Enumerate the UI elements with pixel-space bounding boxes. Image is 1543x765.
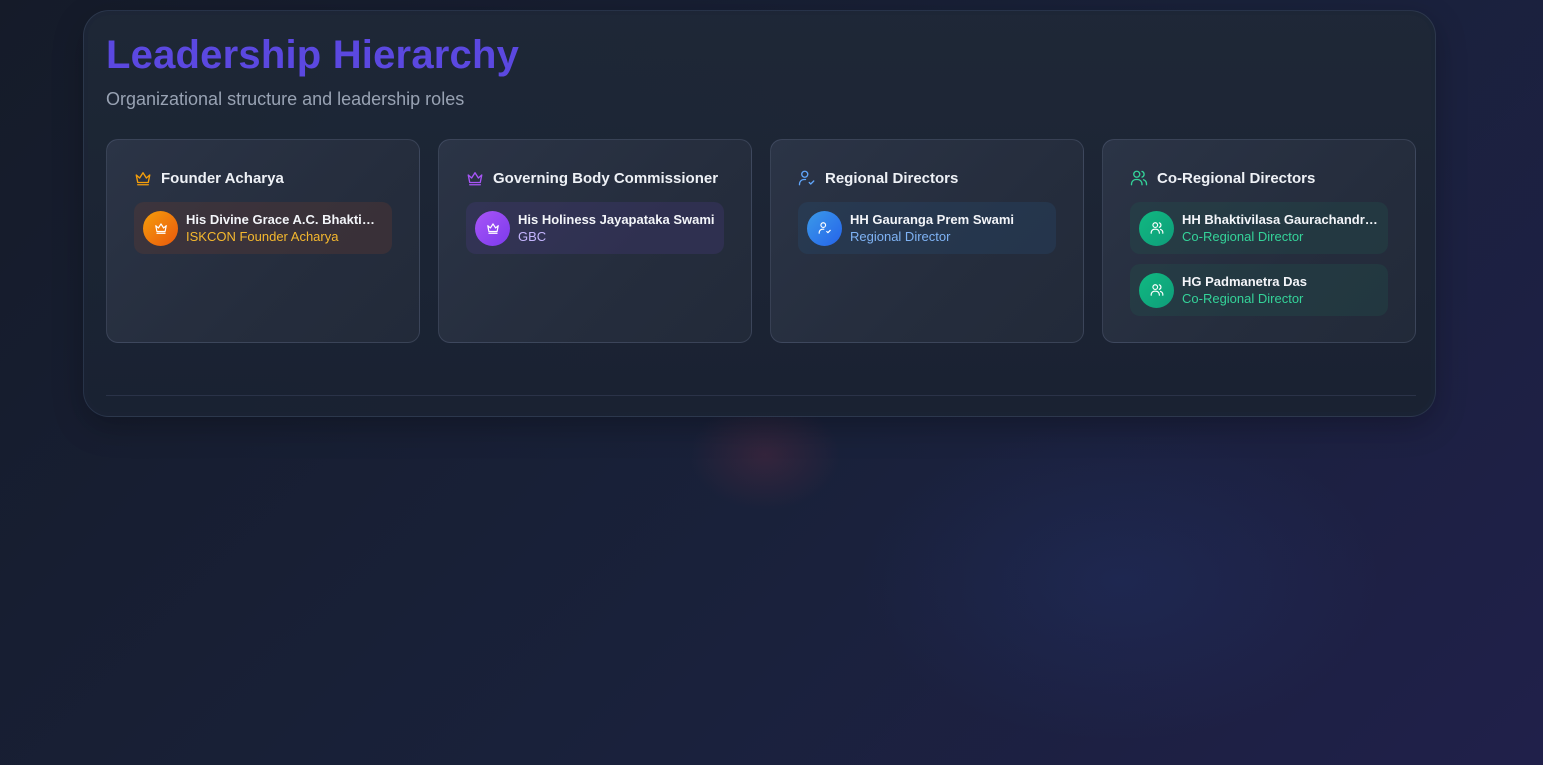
- page-subtitle: Organizational structure and leadership …: [106, 89, 465, 109]
- user-check-icon: [818, 222, 831, 234]
- member-text: His Holiness Jayapataka Swami GBC: [518, 211, 715, 245]
- member-item[interactable]: HH Bhaktivilasa Gaurachandra Swami Co-Re…: [1130, 202, 1388, 254]
- avatar: [807, 210, 842, 246]
- member-role: Co-Regional Director: [1182, 291, 1304, 306]
- users-icon: [1150, 284, 1163, 296]
- user-check-icon: [798, 169, 816, 187]
- card-header: Founder Acharya: [134, 168, 284, 188]
- member-item[interactable]: His Holiness Jayapataka Swami GBC: [466, 202, 724, 254]
- member-text: HG Padmanetra Das Co-Regional Director: [1182, 273, 1307, 307]
- card-founder-acharya: Founder Acharya His Divine Grace A.C. Bh…: [106, 139, 420, 343]
- member-text: HH Gauranga Prem Swami Regional Director: [850, 211, 1014, 245]
- card-title: Governing Body Commissioner: [493, 169, 719, 187]
- member-text: HH Bhaktivilasa Gaurachandra Swami Co-Re…: [1182, 211, 1380, 245]
- users-icon: [1130, 169, 1148, 187]
- card-co-regional-directors: Co-Regional Directors HH Bhaktivilasa Ga…: [1102, 139, 1416, 343]
- member-name: HH Bhaktivilasa Gaurachandra Swami: [1182, 212, 1380, 227]
- member-name: His Holiness Jayapataka Swami: [518, 212, 715, 227]
- card-header: Governing Body Commissioner: [466, 168, 718, 188]
- member-name: His Divine Grace A.C. Bhaktivedanta Swam…: [186, 212, 378, 227]
- member-role: Regional Director: [850, 229, 951, 244]
- member-role: ISKCON Founder Acharya: [186, 229, 339, 244]
- card-title: Regional Directors: [825, 169, 959, 187]
- crown-icon: [154, 223, 167, 234]
- page-title: Leadership Hierarchy: [106, 33, 520, 77]
- leadership-panel: Leadership Hierarchy Organizational stru…: [83, 10, 1436, 417]
- member-item[interactable]: His Divine Grace A.C. Bhaktivedanta Swam…: [134, 202, 392, 254]
- member-text: His Divine Grace A.C. Bhaktivedanta Swam…: [186, 211, 378, 245]
- leadership-cards: Founder Acharya His Divine Grace A.C. Bh…: [106, 139, 1416, 343]
- card-title: Founder Acharya: [161, 169, 284, 187]
- avatar: [143, 210, 178, 246]
- card-regional-directors: Regional Directors HH Gauranga Prem Swam…: [770, 139, 1084, 343]
- users-icon: [1150, 222, 1163, 234]
- crown-icon: [134, 169, 152, 187]
- member-role: GBC: [518, 229, 547, 244]
- card-header: Co-Regional Directors: [1130, 168, 1315, 188]
- member-role: Co-Regional Director: [1182, 229, 1304, 244]
- card-header: Regional Directors: [798, 168, 958, 188]
- avatar: [475, 210, 510, 246]
- avatar: [1139, 272, 1174, 308]
- avatar: [1139, 210, 1174, 246]
- crown-icon: [486, 223, 499, 234]
- card-title: Co-Regional Directors: [1157, 169, 1316, 187]
- member-name: HH Gauranga Prem Swami: [850, 212, 1014, 227]
- member-name: HG Padmanetra Das: [1182, 274, 1307, 289]
- background-glow-blue: [860, 420, 1380, 740]
- member-item[interactable]: HG Padmanetra Das Co-Regional Director: [1130, 264, 1388, 316]
- card-governing-body-commissioner: Governing Body Commissioner His Holiness…: [438, 139, 752, 343]
- member-item[interactable]: HH Gauranga Prem Swami Regional Director: [798, 202, 1056, 254]
- crown-icon: [466, 169, 484, 187]
- panel-divider: [106, 395, 1416, 396]
